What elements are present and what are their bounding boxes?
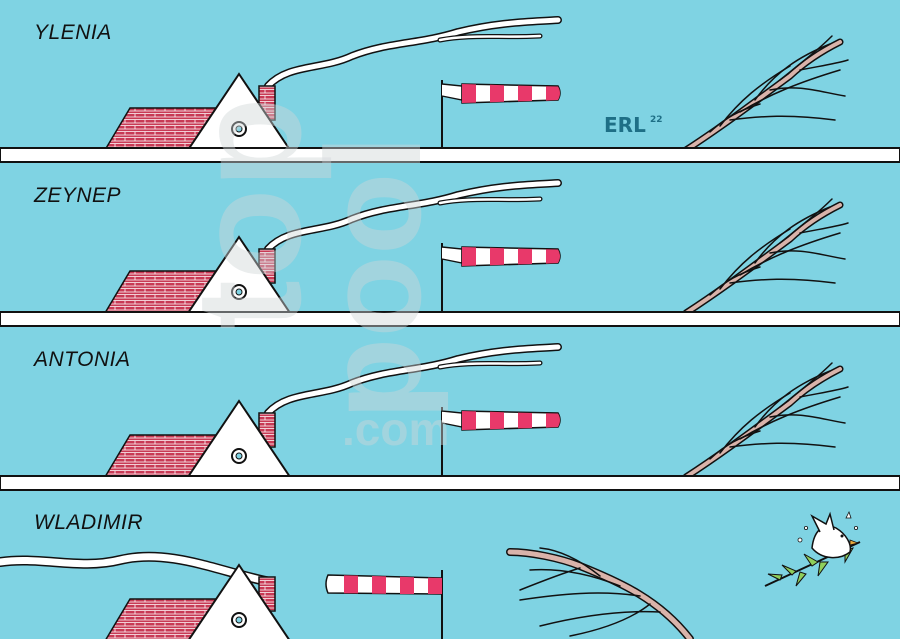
windsock xyxy=(325,570,443,639)
panel-ylenia: YLENIA ERL 22 xyxy=(0,0,900,150)
panel-divider xyxy=(0,311,900,327)
panel-label-ylenia: YLENIA xyxy=(34,21,112,44)
bent-tree xyxy=(506,547,694,639)
artist-signature: ERL 22 xyxy=(604,113,663,137)
signature-text: ERL xyxy=(604,113,646,137)
watermark-line-2: pool xyxy=(298,135,449,420)
signature-year: 22 xyxy=(650,115,663,125)
panel-label-zeynep: ZEYNEP xyxy=(33,184,121,207)
panel-label-wladimir: WLADIMIR xyxy=(34,511,143,534)
toonpool-watermark: top pool .com xyxy=(164,97,449,455)
panel-zeynep: ZEYNEP xyxy=(0,163,900,313)
watermark-line-1: top xyxy=(164,97,332,330)
panel-divider xyxy=(0,147,900,163)
panel-antonia: ANTONIA xyxy=(0,327,900,477)
watermark-line-3: .com xyxy=(342,403,449,455)
panel-wladimir: WLADIMIR xyxy=(0,491,900,639)
panel-label-antonia: ANTONIA xyxy=(32,348,130,371)
dove-with-olive-branch xyxy=(764,510,861,587)
panel-divider xyxy=(0,475,900,491)
